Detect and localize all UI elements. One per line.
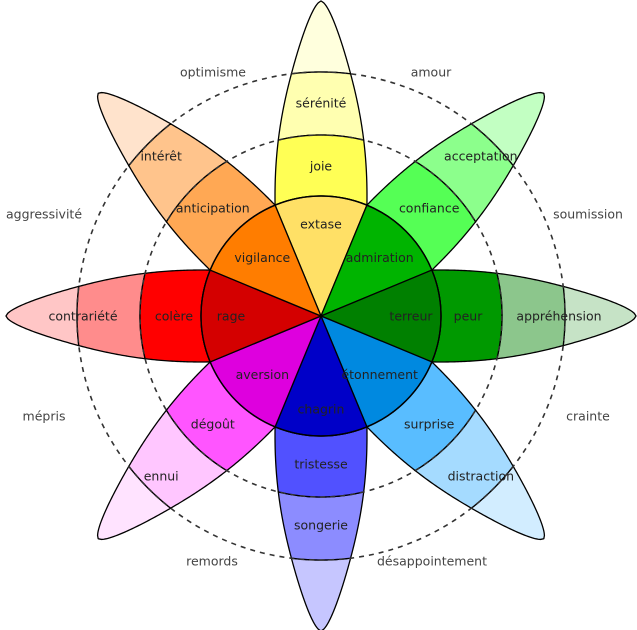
dyad-label: aggressivité [6,207,82,222]
dyad-label: crainte [566,409,610,424]
label-outer-trust: acceptation [444,149,518,164]
petal-anticipation [96,91,323,318]
label-outer-fear: appréhension [516,309,601,324]
label-middle-anticipation: anticipation [176,200,250,215]
dyad-label: amour [411,65,452,80]
dyad-label: soumission [553,207,623,222]
petal-joy [274,0,368,318]
label-outer-joy: sérénité [296,96,347,111]
label-inner-disgust: aversion [236,367,289,382]
labels-group: extase joie sérénité admiration confiance acc… [48,96,601,533]
inner-circle [200,195,442,437]
petal-trust [319,91,546,318]
dyad-label: optimisme [180,65,246,80]
petals-group [5,0,637,630]
dyad-label: remords [186,554,238,569]
dashed-ring-outer [76,71,566,561]
label-middle-trust: confiance [399,200,460,215]
label-middle-disgust: dégoût [191,417,235,432]
dashed-ring-inner [139,134,503,498]
label-middle-joy: joie [309,159,333,174]
label-middle-anger: colère [155,309,194,324]
label-inner-surprise: étonnement [341,367,418,382]
dyad-labels-group: amour soumission crainte désappointement rem… [6,65,623,569]
label-inner-trust: admiration [346,250,414,265]
dyad-label: désappointement [377,554,487,569]
label-middle-surprise: surprise [404,417,455,432]
label-inner-anticipation: vigilance [234,250,290,265]
label-inner-joy: extase [300,217,342,232]
label-outer-anticipation: intérêt [140,149,182,164]
label-inner-fear: terreur [389,309,433,324]
label-outer-surprise: distraction [448,468,514,483]
petal-tip [290,557,352,630]
label-outer-sadness: songerie [294,518,348,533]
label-outer-anger: contrariété [48,309,117,324]
petal-surprise [319,314,546,541]
label-middle-fear: peur [454,309,484,324]
label-outer-disgust: ennui [144,468,179,483]
dyad-label: mépris [23,409,66,424]
petal-sadness [274,314,368,630]
label-inner-anger: rage [217,309,246,324]
label-middle-sadness: tristesse [294,457,348,472]
dashed-rings [76,71,566,561]
label-inner-sadness: chagrin [298,402,345,417]
petal-tip [290,0,352,75]
